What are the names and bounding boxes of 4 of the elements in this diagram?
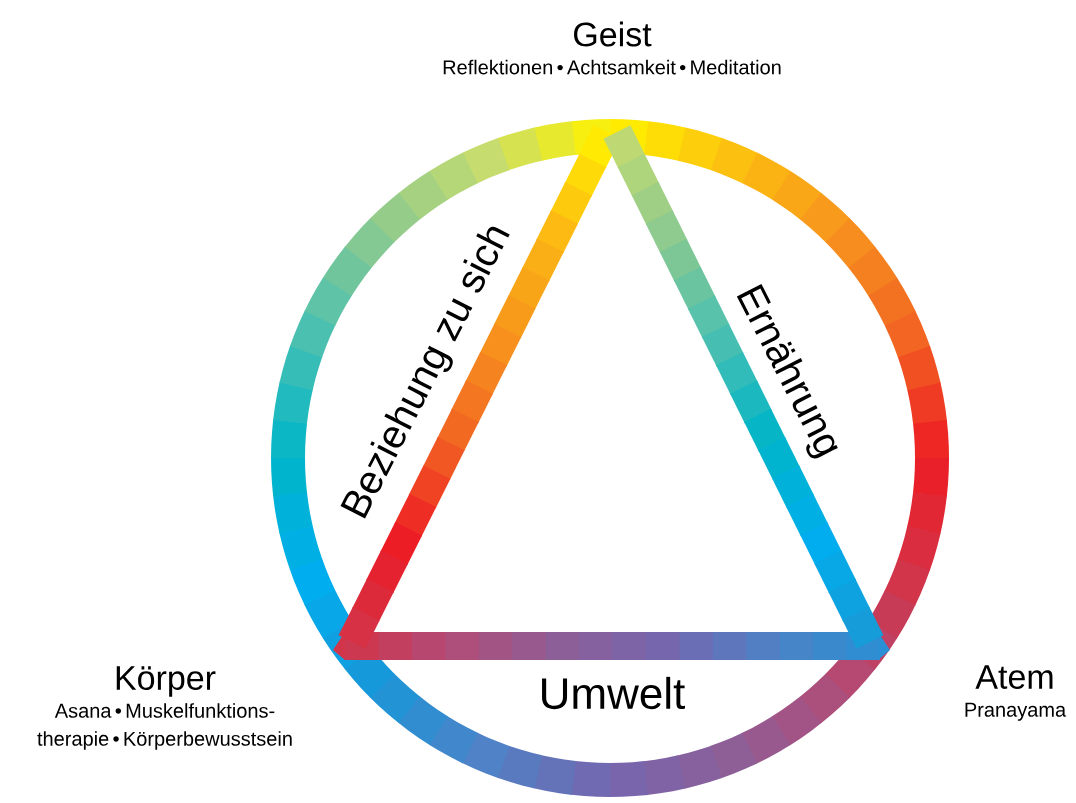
vertex-label: Geist Reflektionen • Achtsamkeit • Meditation [443,21,781,75]
side-label: Umwelt [542,676,685,710]
vertex-label: Atem Pranayama [965,665,1067,721]
vertex-label: Körper Asana • Muskelfunktions-therapie • Körperbewusstsein [37,666,292,750]
